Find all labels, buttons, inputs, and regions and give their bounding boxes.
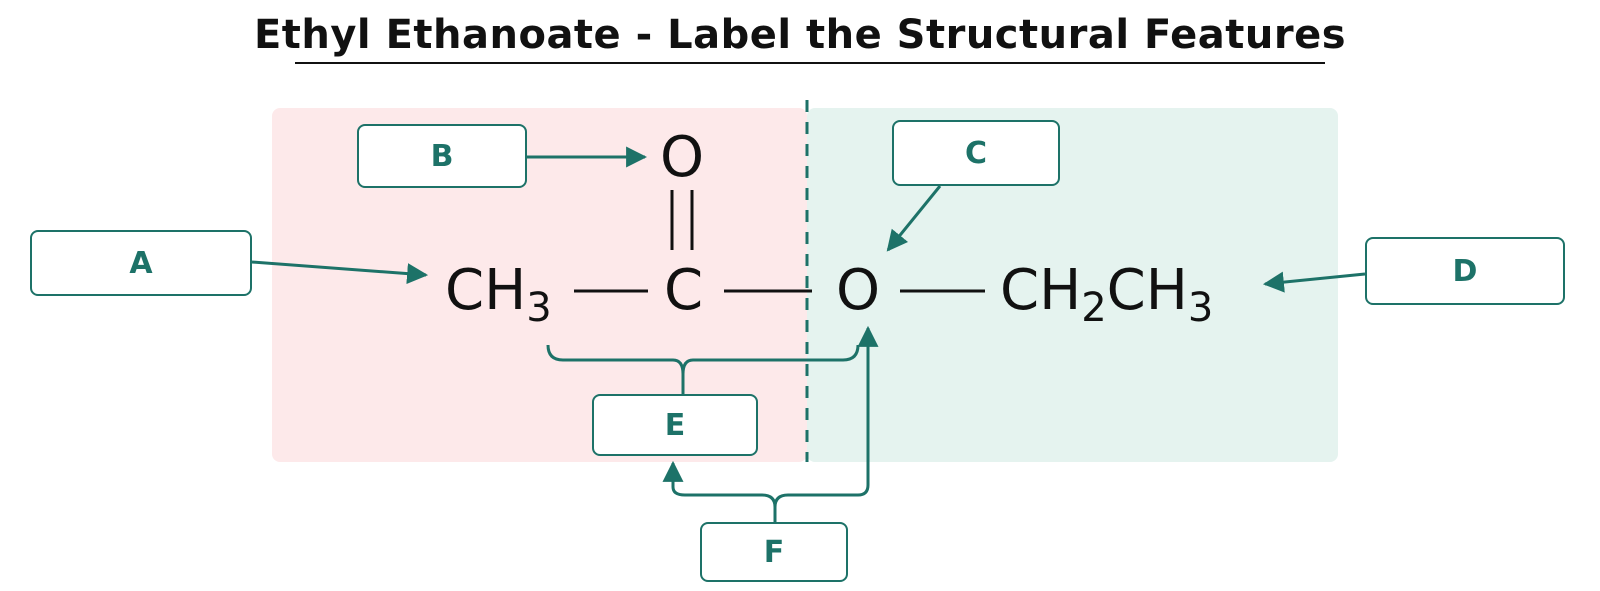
carbonyl-oxygen: O [660,125,705,190]
ethyl-group: CH2CH3 [1000,258,1214,332]
arrow-a [251,260,429,285]
arrow-d [1262,271,1366,293]
ester-oxygen: O [836,258,881,323]
page-title: Ethyl Ethanoate - Label the Structural F… [253,12,1347,58]
bracket-e [546,344,860,375]
methyl-group: CH3 [445,258,552,332]
arrow-c [886,185,942,252]
label-box-a[interactable]: A [30,230,252,296]
label-box-e[interactable]: E [592,394,758,456]
label-box-b[interactable]: B [357,124,527,188]
label-box-f[interactable]: F [700,522,848,582]
carbonyl-carbon: C [664,258,704,323]
label-box-d[interactable]: D [1365,237,1565,305]
label-box-c[interactable]: C [892,120,1060,186]
title-underline [295,62,1325,64]
